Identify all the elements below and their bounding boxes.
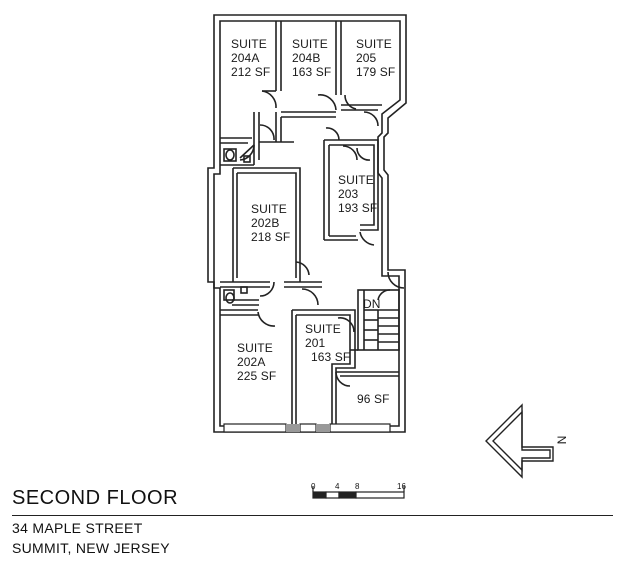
scale-tick-16: 16 (397, 482, 406, 491)
north-arrow-icon (485, 403, 554, 479)
outer-wall (207, 14, 407, 433)
stair-label: DN (363, 297, 381, 311)
inner-wall (213, 20, 401, 427)
scale-tick-4: 4 (335, 482, 340, 491)
title-rule (12, 515, 613, 516)
scale-tick-0: 0 (311, 482, 316, 491)
address-line-1: 34 MAPLE STREET (12, 520, 143, 536)
page-title: SECOND FLOOR (12, 487, 179, 509)
room-label-storage: 96 SF (357, 392, 390, 406)
scale-tick-8: 8 (355, 482, 360, 491)
address-line-2: SUMMIT, NEW JERSEY (12, 540, 170, 556)
scale-bar (312, 486, 405, 499)
north-label: N (554, 435, 569, 445)
